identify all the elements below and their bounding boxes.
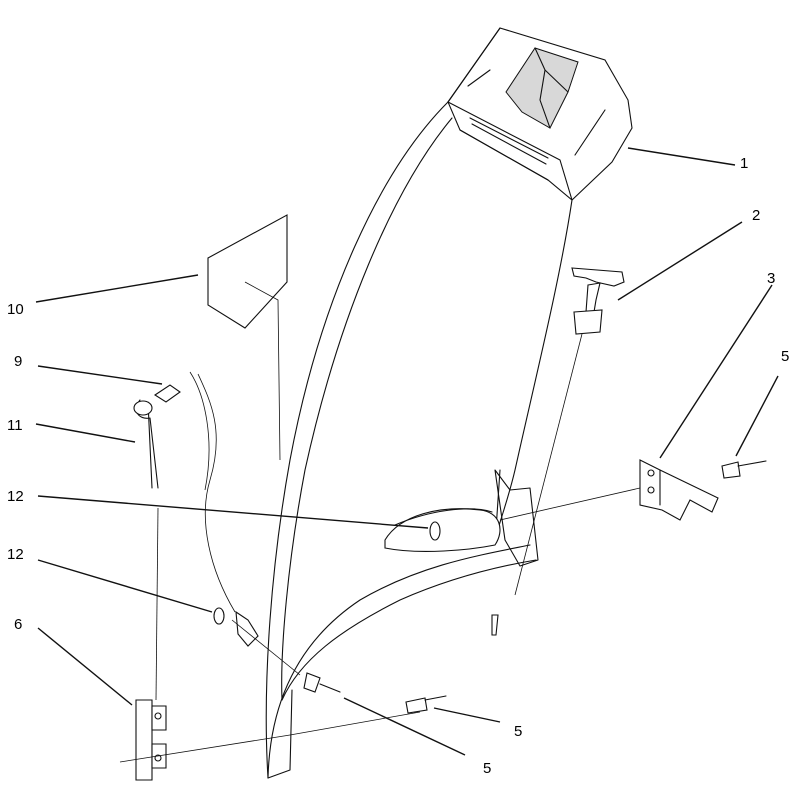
- bushing-lower: [213, 607, 225, 625]
- callout-5-lower-center: 5: [483, 760, 491, 777]
- rivet-lower-center: [303, 672, 341, 693]
- callout-1: 1: [740, 155, 748, 172]
- rivet-right: [721, 460, 767, 479]
- callout-2: 2: [752, 207, 760, 224]
- callout-9: 9: [14, 353, 22, 370]
- leader-lines: [35, 147, 779, 756]
- rivet-lower-right: [405, 695, 447, 714]
- hairpin-clip: [133, 399, 159, 489]
- callout-12-lower: 12: [7, 546, 24, 563]
- callout-labels: 1 2 3 5 10 9 11 12 12 6 5 5: [7, 155, 789, 777]
- knob: [491, 267, 625, 636]
- cable-assembly: [153, 371, 259, 647]
- bracket: [639, 459, 719, 521]
- callout-5-right: 5: [781, 348, 789, 365]
- assembly-lines: [119, 487, 641, 763]
- callout-11: 11: [7, 417, 23, 434]
- decal: [207, 214, 288, 461]
- bushing-upper: [429, 521, 441, 541]
- callout-6: 6: [14, 616, 22, 633]
- callout-3: 3: [767, 270, 775, 287]
- callout-5-lower-right: 5: [514, 723, 522, 740]
- chute-body: [265, 27, 633, 779]
- callout-12-upper: 12: [7, 488, 24, 505]
- hinge: [135, 699, 167, 781]
- callout-10: 10: [7, 301, 24, 318]
